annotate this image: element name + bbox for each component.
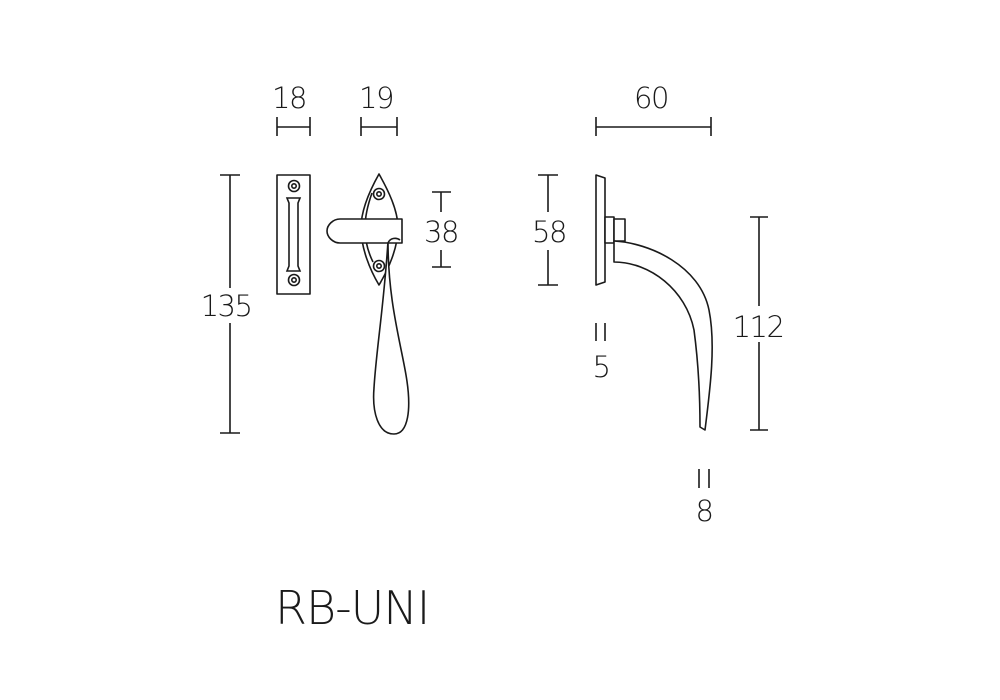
dim-side-plate-height-label: 58 — [532, 215, 566, 249]
product-code: RB-UNI — [275, 581, 429, 635]
dim-keep-width-label: 18 — [272, 81, 306, 115]
dim-plate-height-lines — [432, 191, 451, 268]
dim-handle-width-lines — [360, 117, 398, 136]
dim-tip-thickness-label: 8 — [696, 494, 713, 528]
dim-plate-thickness-label: 5 — [593, 350, 610, 384]
dim-side-plate-height-lines — [538, 174, 558, 286]
dim-handle-width-label: 19 — [359, 81, 393, 115]
dim-keep-width-lines — [276, 117, 311, 136]
dim-tip-thickness-lines — [698, 469, 710, 488]
handle-side-view — [595, 174, 713, 431]
dim-plate-thickness-lines — [595, 323, 606, 341]
dim-side-projection-lines — [595, 117, 712, 136]
dim-plate-height-label: 38 — [424, 215, 458, 249]
dim-overall-height-lines — [220, 174, 240, 434]
handle-front-view — [326, 173, 410, 435]
dim-handle-drop-lines — [750, 216, 768, 431]
keep-plate — [276, 174, 311, 295]
dim-handle-drop-label: 112 — [733, 310, 784, 344]
dim-overall-height-label: 135 — [201, 289, 252, 323]
dim-side-projection-label: 60 — [634, 81, 668, 115]
